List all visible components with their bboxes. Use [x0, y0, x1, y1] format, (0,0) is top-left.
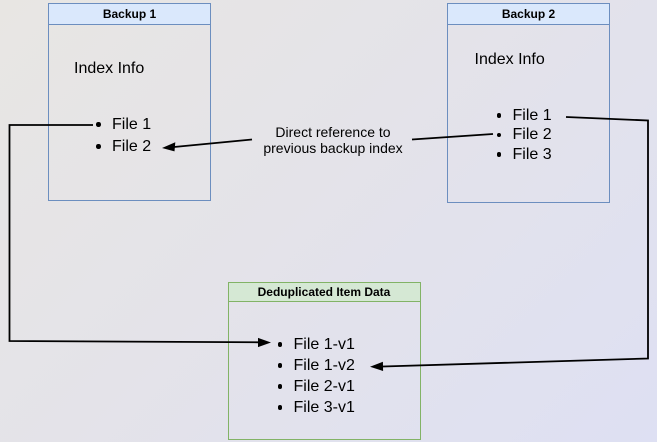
list-item: File 3: [496, 145, 552, 165]
backup1-box: Backup 1 Index Info File 1 File 2: [48, 3, 211, 201]
annotation-line2: previous backup index: [263, 139, 403, 156]
backup1-header: Backup 1: [49, 4, 210, 25]
list-item: File 1: [95, 114, 151, 136]
dedup-file-list: File 1-v1 File 1-v2 File 2-v1 File 3-v1: [277, 334, 355, 418]
list-item: File 2-v1: [277, 376, 355, 397]
direct-reference-annotation: Direct reference to previous backup inde…: [240, 124, 426, 156]
list-item: File 2: [496, 125, 552, 145]
backup2-header: Backup 2: [448, 4, 609, 25]
list-item: File 1-v2: [277, 355, 355, 376]
list-item: File 2: [95, 136, 151, 158]
backup2-file-list: File 1 File 2 File 3: [496, 106, 552, 165]
deduplicated-item-data-box: Deduplicated Item Data File 1-v1 File 1-…: [227, 281, 421, 440]
backup1-file-list: File 1 File 2: [95, 114, 151, 158]
dedup-header: Deduplicated Item Data: [228, 282, 420, 302]
list-item: File 1: [496, 106, 552, 126]
backup1-subtitle: Index Info: [74, 60, 145, 77]
backup2-box: Backup 2 Index Info File 1 File 2 File 3: [447, 3, 610, 203]
list-item: File 3-v1: [277, 397, 355, 418]
annotation-line1: Direct reference to: [275, 124, 391, 140]
list-item: File 1-v1: [277, 334, 355, 355]
backup2-subtitle: Index Info: [474, 50, 545, 68]
